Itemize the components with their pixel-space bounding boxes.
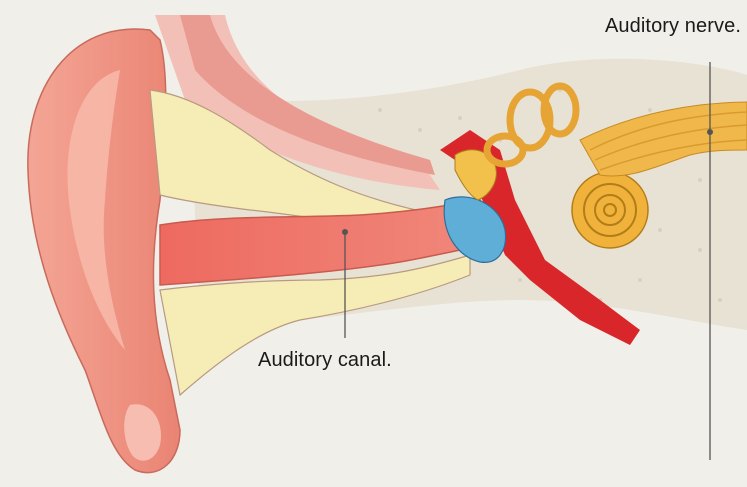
cochlea [572,172,648,248]
auditory-nerve-label: Auditory nerve. [605,15,741,38]
auditory-canal-leader-dot [342,229,348,235]
auditory-canal-label: Auditory canal. [258,349,392,372]
auditory-nerve-leader-dot [707,129,713,135]
